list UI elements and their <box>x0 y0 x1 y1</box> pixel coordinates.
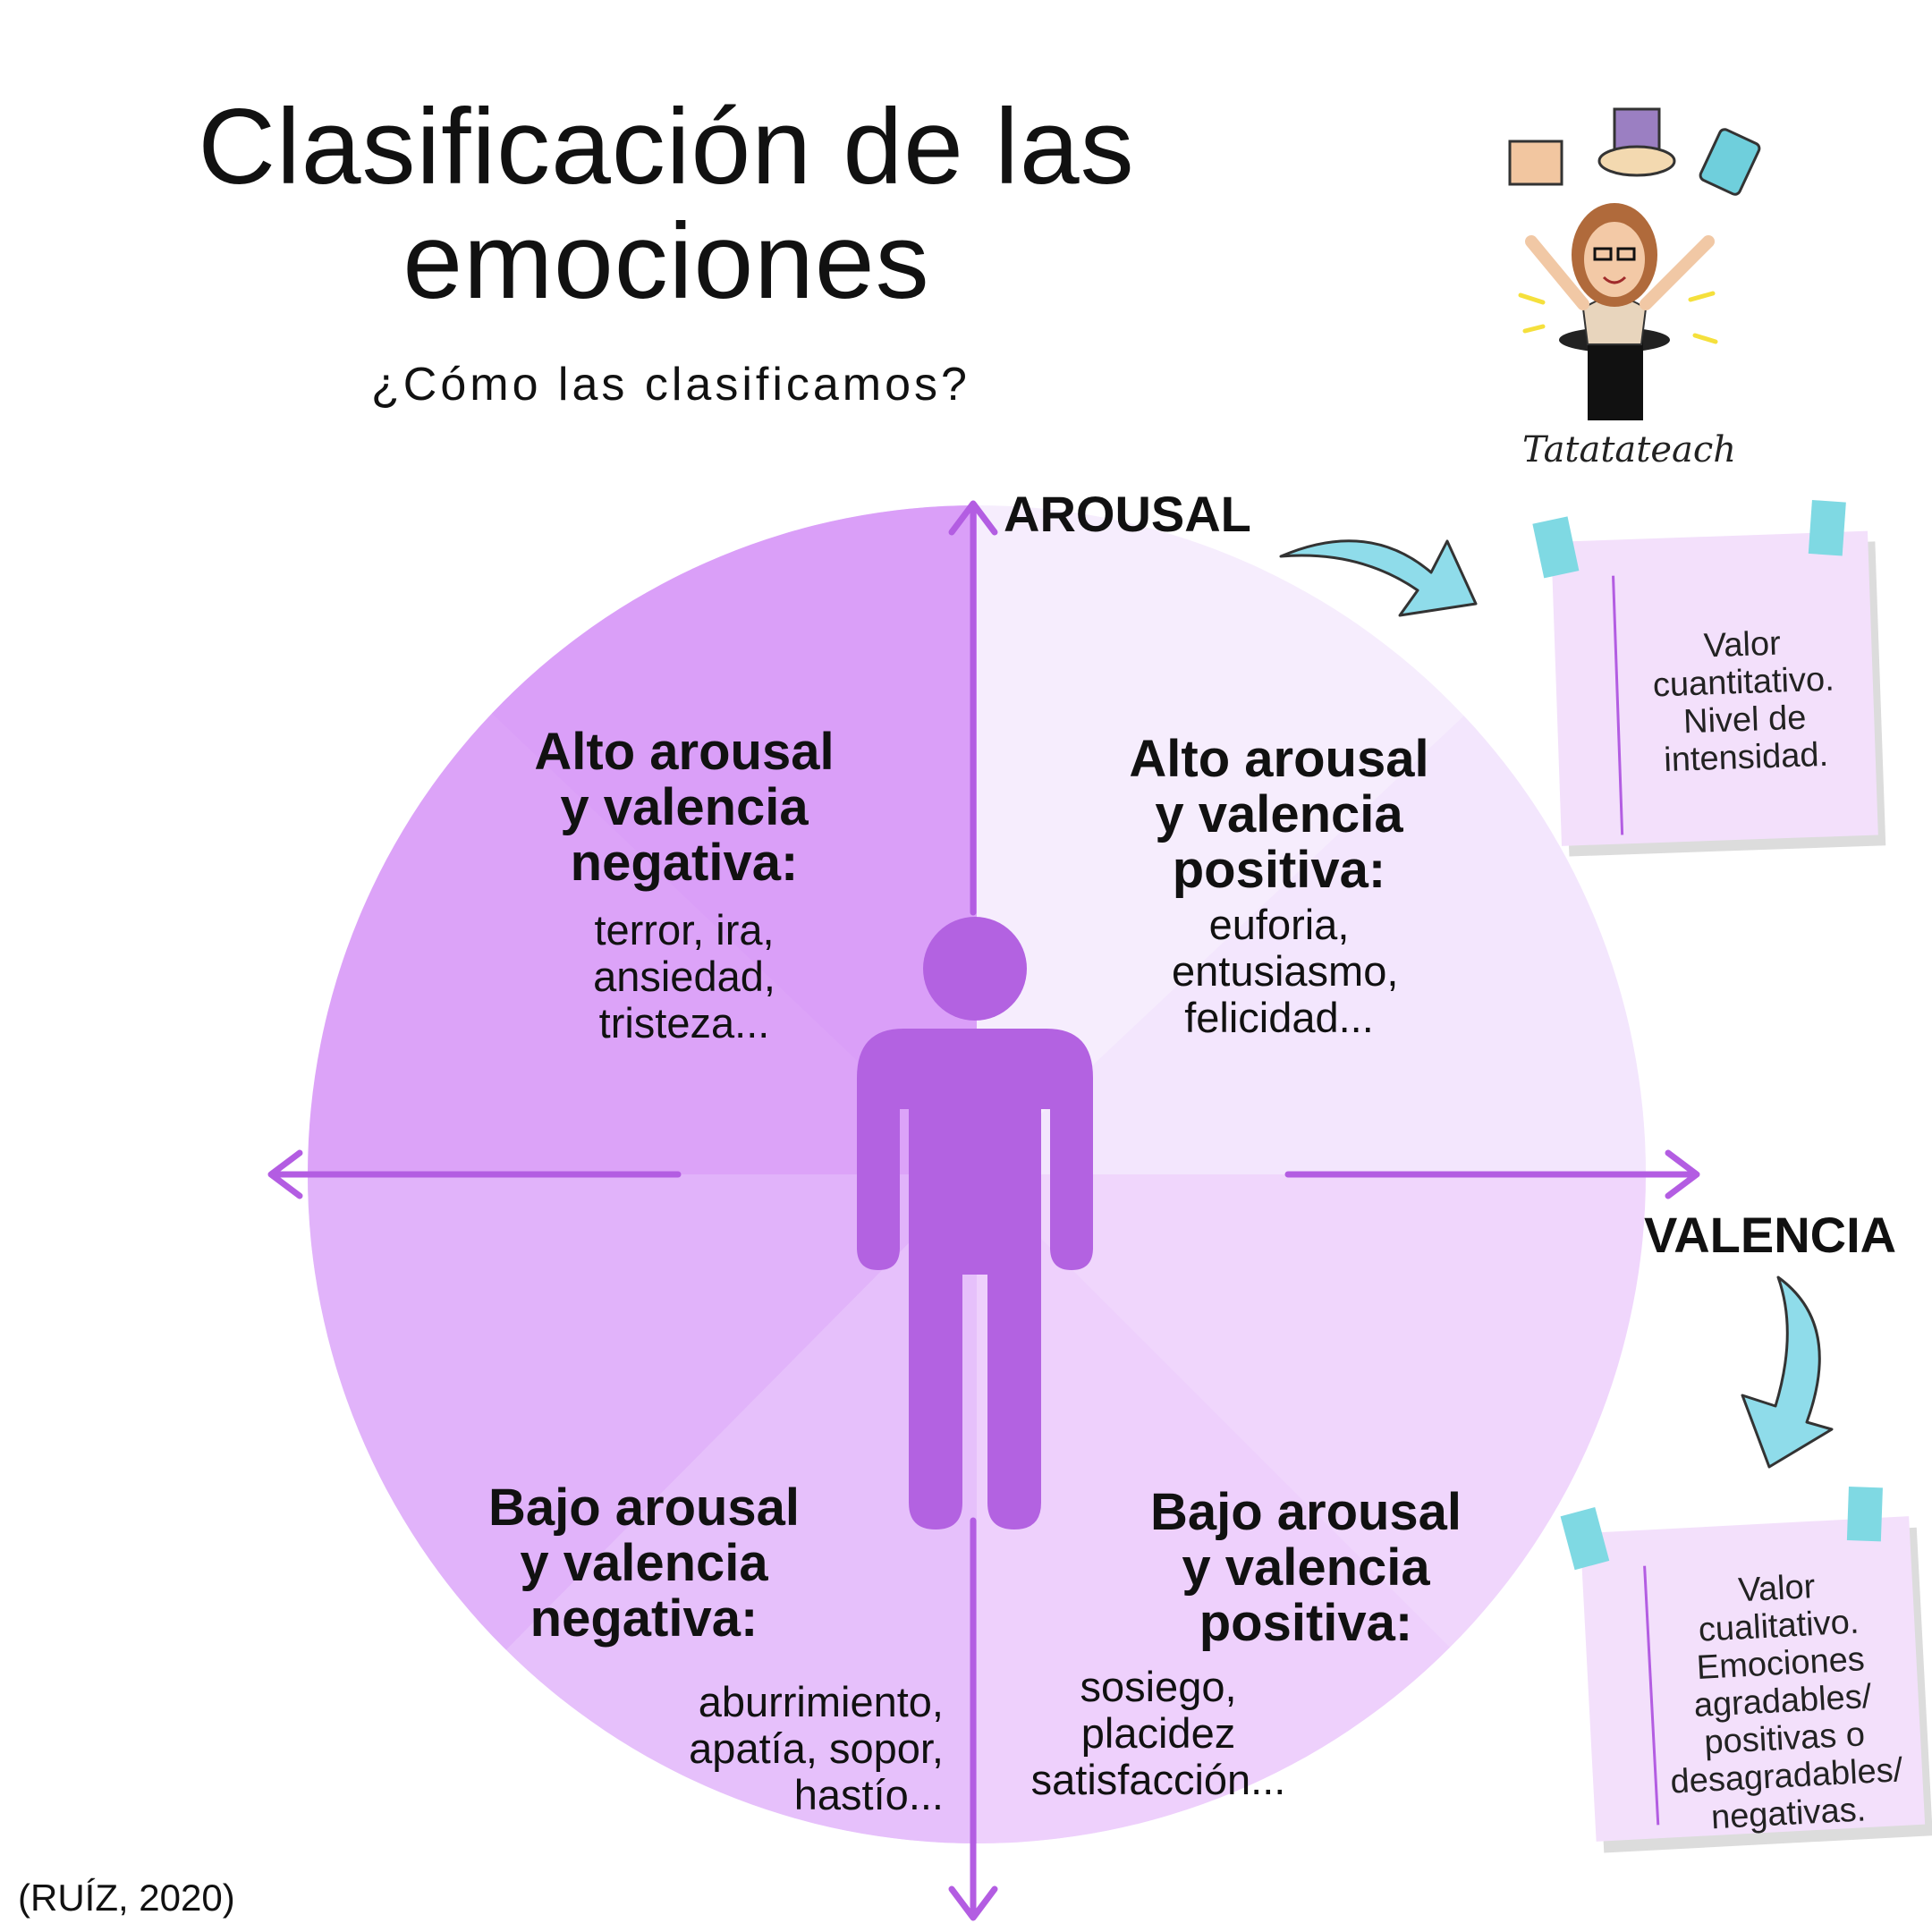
quadrant-top-left: Alto arousal y valencia negativa: terror… <box>514 724 854 1046</box>
tape-icon <box>1808 500 1846 556</box>
arousal-arrowhead-down <box>948 1885 998 1921</box>
curved-arrow-down-icon <box>1741 1275 1834 1469</box>
tape-icon <box>1846 1487 1883 1542</box>
quadrant-bottom-right: Bajo arousal y valencia positiva: <box>1136 1485 1476 1651</box>
arousal-arrowhead-up <box>948 500 998 536</box>
avatar-illustration <box>1508 107 1761 420</box>
palette-icon <box>1597 145 1676 177</box>
valencia-arrowhead-right <box>1665 1149 1700 1199</box>
quadrant-heading: Bajo arousal y valencia negativa: <box>487 1479 801 1648</box>
page-subtitle: ¿Cómo las clasificamos? <box>371 359 970 411</box>
tape-icon <box>1560 1506 1610 1571</box>
quadrant-heading: Alto arousal y valencia positiva: <box>1129 730 1429 899</box>
sticky-note-valencia <box>1560 1487 1932 1853</box>
quadrant-examples: aburrimiento, apatía, sopor, hastío... <box>689 1678 944 1818</box>
valencia-axis-label: VALENCIA <box>1644 1207 1897 1263</box>
quadrant-heading: Bajo arousal y valencia positiva: <box>1149 1483 1462 1652</box>
curved-arrow-icon <box>1279 539 1478 617</box>
abacus-icon <box>1508 140 1563 186</box>
quadrant-heading: Alto arousal y valencia negativa: <box>534 723 835 892</box>
sticky-note-arousal <box>1532 500 1886 857</box>
person-icon <box>857 917 1093 1530</box>
tablet-icon <box>1699 128 1761 196</box>
valencia-arrowhead-left <box>267 1149 303 1199</box>
quadrant-examples: sosiego, placidez satisfacción... <box>1030 1663 1286 1803</box>
quadrant-bottom-right-examples-box: sosiego, placidez satisfacción... <box>1029 1664 1288 1803</box>
valencia-note-text: Valor cualitativo. Emociones agradables/… <box>1669 1567 1904 1837</box>
axes <box>267 500 1700 1921</box>
arousal-note-text: Valor cuantitativo. Nivel de intensidad. <box>1652 624 1835 780</box>
quadrant-bottom-left: Bajo arousal y valencia negativa: <box>474 1480 814 1647</box>
citation: (RUÍZ, 2020) <box>18 1877 235 1919</box>
quadrant-bottom-left-examples-box: aburrimiento, apatía, sopor, hastío... <box>657 1679 944 1818</box>
quadrant-examples: terror, ira, ansiedad, tristeza... <box>593 906 775 1046</box>
brand-signature: Tatatateach <box>1522 429 1737 470</box>
quadrant-examples: euforia, entusiasmo, felicidad... <box>1172 901 1399 1041</box>
arousal-axis-label: AROUSAL <box>1004 486 1251 542</box>
tape-icon <box>1532 516 1580 579</box>
page-title: Clasificación de las emociones <box>198 87 1135 321</box>
quadrant-top-right: Alto arousal y valencia positiva: eufori… <box>1109 732 1449 1041</box>
